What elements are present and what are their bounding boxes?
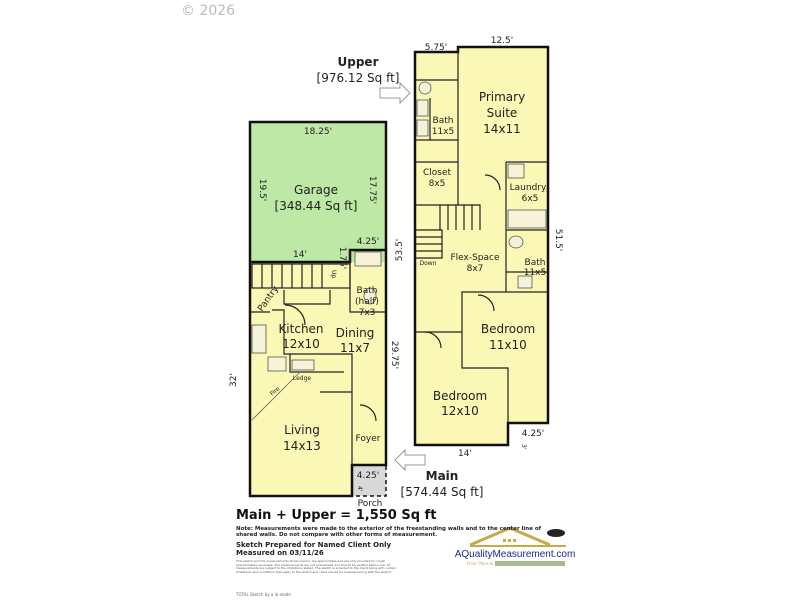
upper-interior-walls: [415, 47, 548, 423]
ledge-label: Ledge: [293, 375, 312, 382]
flex-space-size: 8x7: [467, 264, 484, 274]
door-swing-icon: [424, 174, 501, 349]
dim-main-left: 32': [229, 373, 239, 387]
fireplace-icon: [267, 356, 287, 372]
dim-upper-notch-width: 4.25': [522, 429, 545, 439]
dining-size: 11x7: [340, 341, 370, 355]
garage-area: [250, 122, 386, 262]
dim-notch-depth: 1.75': [337, 247, 347, 270]
toilet-icon: [363, 287, 377, 305]
bedroom2-size: 12x10: [441, 404, 479, 418]
dim-upper-left: 53.5': [395, 239, 405, 262]
primary-suite-label: Primary: [479, 90, 525, 104]
living-label: Living: [284, 423, 320, 437]
bath-half-label: Bath: [357, 286, 378, 296]
ledge-icon: [291, 359, 315, 371]
flex-space-label: Flex-Space: [450, 253, 500, 263]
garage-area-label: [348.44 Sq ft]: [275, 199, 358, 213]
measured-date: Measured on 03/11/26: [236, 549, 324, 557]
primary-suite-size: 14x11: [483, 122, 521, 136]
bath1-size: 11x5: [432, 127, 455, 137]
kitchen-size: 12x10: [282, 337, 320, 351]
measurement-note: Note: Measurements were made to the exte…: [236, 526, 542, 538]
sink-icon: [517, 275, 533, 289]
bath1-label: Bath: [433, 116, 454, 126]
closet-size: 8x5: [429, 179, 446, 189]
stove-icon: [251, 324, 267, 354]
sink-icon: [354, 251, 382, 267]
main-area-label: [574.44 Sq ft]: [401, 485, 484, 499]
upper-area: [415, 47, 548, 445]
up-label: Up: [330, 270, 337, 278]
foyer-label: Foyer: [356, 434, 381, 444]
dim-garage-width: 18.25': [304, 127, 332, 137]
footer: Main + Upper = 1,550 Sq ft Note: Measure…: [236, 508, 556, 574]
laundry-label: Laundry: [510, 183, 547, 193]
porch-label: Porch: [358, 499, 383, 509]
dim-upper-bottom: 14': [458, 449, 472, 459]
bedroom2-label: Bedroom: [433, 389, 487, 403]
dim-garage-right: 17.75': [367, 176, 377, 204]
main-level-label: Main: [426, 469, 459, 483]
fine-print: This sketch and the measurements shown h…: [236, 559, 396, 574]
bath2-label: Bath: [525, 258, 546, 268]
bedroom1-label: Bedroom: [481, 322, 535, 336]
dim-upper-notch-depth: 3': [520, 444, 527, 450]
bath-half-size: 7x3: [359, 308, 376, 318]
dim-porch-width: 4.25': [357, 471, 380, 481]
door-swing-icon: [359, 404, 377, 422]
sink-icon: [416, 119, 429, 137]
dim-garage-left: 19.5': [257, 179, 267, 202]
prepared-for: Sketch Prepared for Named Client Only: [236, 541, 392, 549]
upper-area-label: [976.12 Sq ft]: [317, 71, 400, 85]
upper-stairs: [415, 205, 473, 259]
software-credit: TOTAL Sketch by a la mode: [236, 592, 291, 597]
dim-upper-top-left: 5.75': [425, 43, 448, 53]
door-swing-icon: [284, 304, 306, 326]
fire-line: [251, 371, 301, 421]
tub-icon: [507, 209, 547, 229]
living-size: 14x13: [283, 439, 321, 453]
toilet-icon: [418, 81, 432, 95]
dim-garage-bottom: 14': [293, 250, 307, 260]
dim-garage-notch: 4.25': [357, 237, 380, 247]
toilet-icon: [508, 235, 524, 249]
primary-suite-label-2: Suite: [487, 106, 518, 120]
washer-icon: [507, 163, 525, 179]
garage-label: Garage: [294, 183, 338, 197]
company-logo: AQualityMeasurement.com Floor Plans &: [455, 526, 576, 566]
bath2-size: 11x5: [524, 268, 547, 278]
dim-main-right: 29.75': [389, 341, 399, 369]
main-interior-walls: [250, 250, 386, 465]
total-area: Main + Upper = 1,550 Sq ft: [236, 508, 437, 523]
dining-label: Dining: [336, 326, 375, 340]
dim-upper-right: 51.5': [553, 229, 563, 252]
down-label: Down: [419, 260, 436, 267]
arrow-right-icon: [379, 81, 411, 105]
logo-text: AQualityMeasurement.com: [455, 549, 576, 560]
copyright: © 2026: [181, 3, 236, 19]
closet-label: Closet: [423, 168, 452, 178]
bedroom1-size: 11x10: [489, 338, 527, 352]
main-level-plan: 18.25' 19.5' 17.75' Garage [348.44 Sq ft…: [229, 120, 399, 509]
dim-upper-top-right: 12.5': [491, 36, 514, 46]
upper-level-plan: 5.75' 12.5' Primary Suite 14x11 Bath 11x…: [395, 36, 563, 459]
upper-level-label: Upper: [338, 55, 379, 69]
sink-icon: [416, 99, 429, 117]
logo-tagline: Floor Plans &: [467, 561, 493, 566]
bath-half-label-2: (half): [355, 297, 379, 307]
dim-porch-depth: 4': [356, 486, 363, 492]
laundry-size: 6x5: [522, 194, 539, 204]
kitchen-label: Kitchen: [278, 322, 323, 336]
arrow-left-icon: [394, 448, 426, 472]
